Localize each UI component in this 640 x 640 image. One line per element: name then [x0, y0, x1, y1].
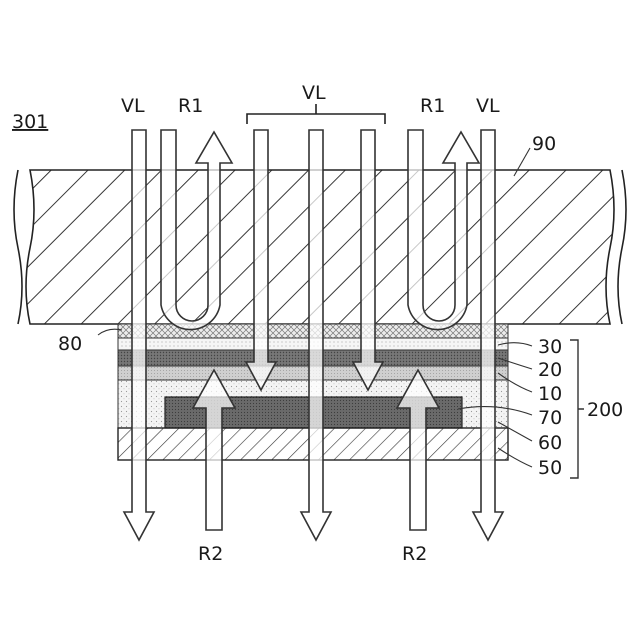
label-20: 20 [538, 359, 562, 381]
label-200: 200 [587, 399, 623, 421]
vl-group-brace [247, 104, 385, 124]
vl-label-left: VL [121, 95, 145, 117]
label-90: 90 [532, 133, 556, 155]
r1-label-left: R1 [178, 95, 203, 117]
label-60: 60 [538, 432, 562, 454]
vl-label-right: VL [476, 95, 500, 117]
r1-label-right: R1 [420, 95, 445, 117]
label-50: 50 [538, 457, 562, 479]
label-10: 10 [538, 383, 562, 405]
bracket-200 [570, 340, 584, 478]
label-80: 80 [58, 333, 82, 355]
r2-label-right: R2 [402, 543, 427, 565]
vl-label-top: VL [302, 82, 326, 104]
label-30: 30 [538, 336, 562, 358]
label-70: 70 [538, 407, 562, 429]
r2-label-left: R2 [198, 543, 223, 565]
figure-ref-label: 301 [12, 111, 48, 133]
